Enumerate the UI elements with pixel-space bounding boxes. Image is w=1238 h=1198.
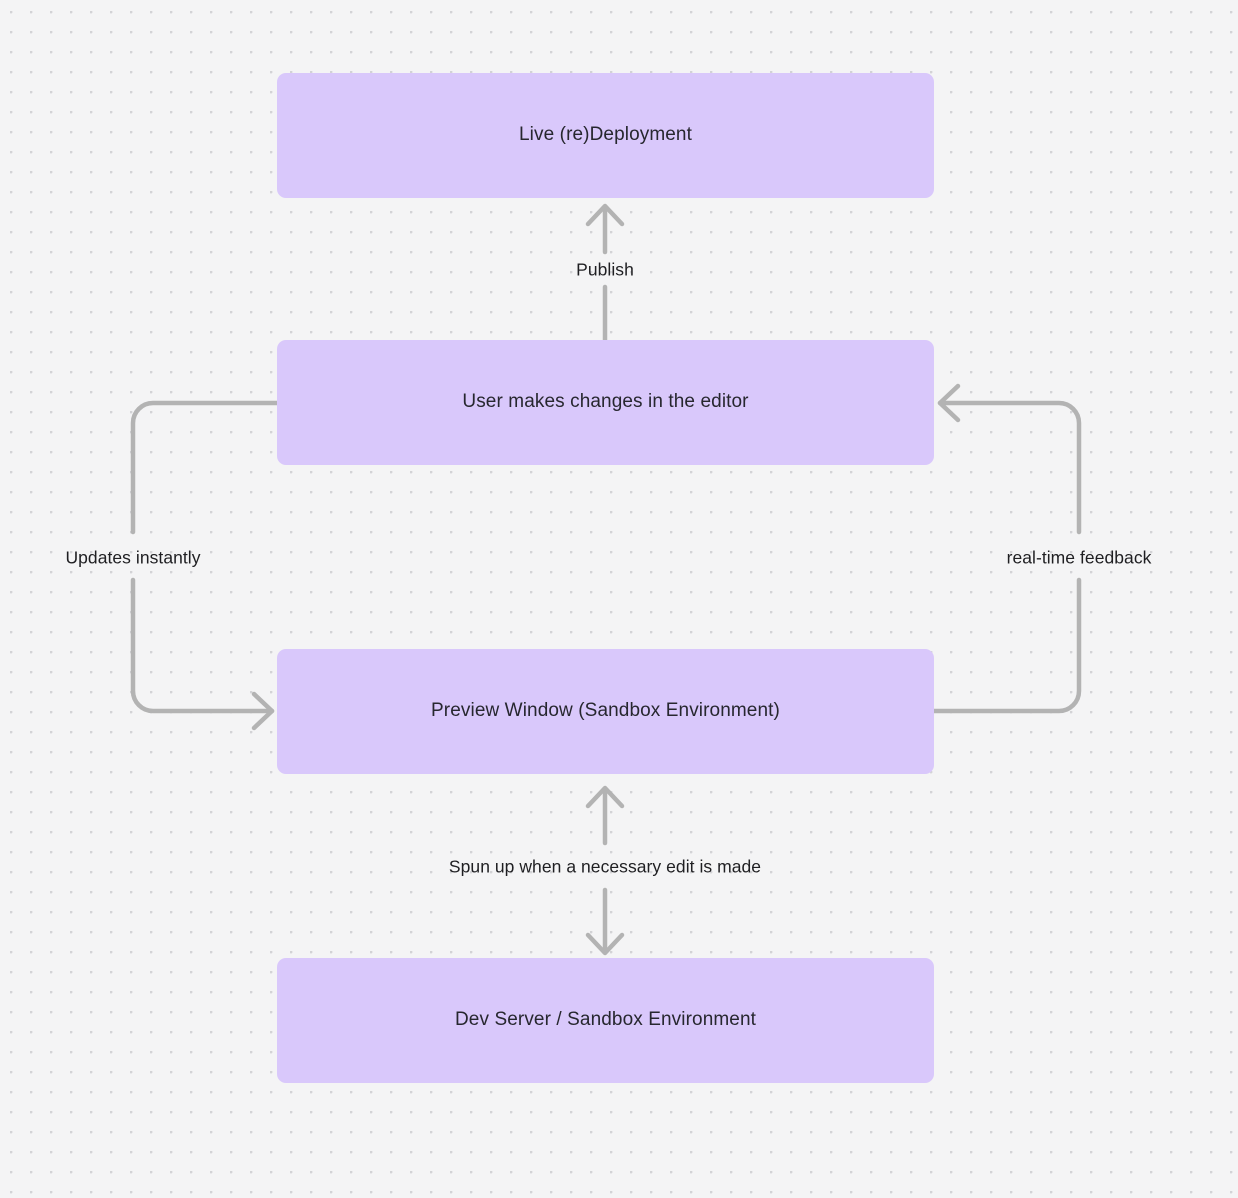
node-label: Preview Window (Sandbox Environment) — [431, 700, 780, 722]
node-dev-server[interactable]: Dev Server / Sandbox Environment — [277, 958, 934, 1083]
node-label: User makes changes in the editor — [462, 391, 749, 413]
node-label: Dev Server / Sandbox Environment — [454, 1009, 756, 1031]
node-label: Live (re)Deployment — [519, 124, 692, 146]
node-user-makes-changes[interactable]: User makes changes in the editor — [277, 340, 934, 465]
node-preview-window[interactable]: Preview Window (Sandbox Environment) — [277, 649, 934, 774]
edge-label-publish: Publish — [576, 259, 634, 280]
edge-label-updates-instantly: Updates instantly — [65, 547, 201, 568]
edge-label-spun-up: Spun up when a necessary edit is made — [448, 856, 762, 877]
node-live-redeployment[interactable]: Live (re)Deployment — [277, 73, 934, 198]
edge-label-real-time-feedback: real-time feedback — [1006, 547, 1152, 568]
